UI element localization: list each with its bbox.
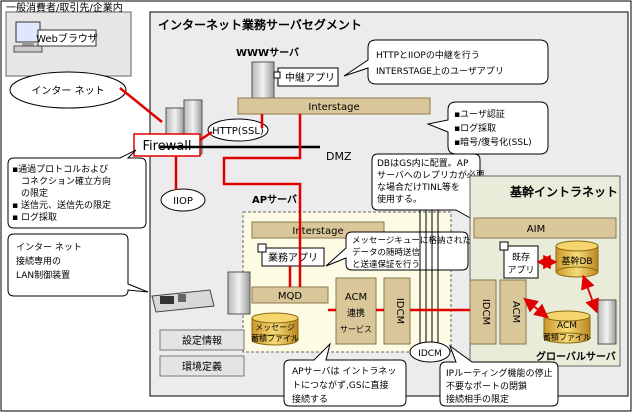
env-def-label: 環境定義	[182, 360, 222, 373]
firewall-feature-1: ▪通過プロトコルおよび	[12, 164, 108, 175]
aim-bar	[473, 217, 617, 239]
backbone-db: 基幹DB	[555, 240, 599, 278]
lan-control-device	[151, 289, 215, 313]
ap-intranet-line2: トにつながず,GSに直接	[292, 379, 389, 391]
lan-control-line1: インター ネット	[16, 242, 82, 253]
ip-routing-line2: 不要なポートの閉鎖	[446, 380, 527, 392]
browser-label: Webブラウザ	[36, 32, 98, 45]
lan-control-line2: 接続専用の	[16, 255, 61, 267]
firewall-feature-5: ▪ ログ採取	[12, 211, 57, 223]
ip-routing-line3: 接続相手の限定	[446, 393, 509, 405]
acm-relay-box	[335, 277, 377, 345]
db-gs-line3: な場合だけTINL等を	[377, 181, 460, 193]
callout-http-iiop-line2: INTERSTAGE上のユーザアプリ	[376, 66, 504, 77]
iiop-oval	[160, 188, 206, 212]
ap-server-icon	[227, 271, 251, 315]
internet-segment-label: インターネット業務サーバセグメント	[158, 17, 362, 32]
relay-app-label: 中継アプリ	[285, 71, 335, 84]
acm-file-db: ACM 蓄積ファイル	[543, 310, 591, 344]
business-app-box	[261, 247, 325, 267]
client-area-label: 一般消費者/取引先/企業内	[6, 1, 123, 14]
idcm-left-label: IDCM	[394, 298, 405, 324]
idcm-left-box	[383, 277, 411, 345]
dmz-label: DMZ	[326, 150, 352, 163]
backbone-db-label: 基幹DB	[561, 255, 592, 267]
business-app-label: 業務アプリ	[268, 251, 318, 264]
mq-sync-line2: データの随時送信	[352, 247, 421, 258]
message-file-line2: 蓄積ファイル	[251, 333, 299, 343]
callout-mq-sync: メッセージキューに格納された データの随時送信 と送達保証を行う	[325, 231, 471, 271]
env-def-box	[159, 355, 245, 377]
global-server-label: グローバルサーバ	[536, 350, 616, 363]
global-server-icon	[597, 299, 617, 345]
idcm-bottom-label: IDCM	[418, 349, 442, 359]
www-server-label: WWWサーバ	[236, 47, 299, 59]
interstage-top-bar	[237, 97, 431, 115]
acm-right-label: ACM	[510, 301, 521, 323]
firewall-feature-2: コネクション確立方向	[12, 175, 111, 187]
db-gs-line4: 使用する。	[377, 193, 422, 205]
mq-sync-line3: と送達保証を行う	[352, 259, 420, 270]
config-info-label: 設定情報	[182, 334, 222, 347]
idcm-right-box	[469, 279, 497, 345]
mq-sync-line1: メッセージキューに格納された	[352, 235, 471, 246]
client-area: 一般消費者/取引先/企業内 Webブラウザ	[5, 1, 132, 77]
acm-relay-line1: ACM	[345, 292, 367, 303]
internet-cloud: インター ネット	[9, 71, 127, 109]
ap-intranet-line1: APサーバは イントラネッ	[292, 366, 396, 377]
callout-http-iiop: HTTPとIIOPの中継を行う INTERSTAGE上のユーザアプリ	[343, 39, 549, 85]
firewall-box	[133, 133, 201, 157]
firewall-feature-4: ▪ 送信元、送信先の限定	[12, 199, 111, 211]
ip-routing-line1: IPルーティング機能の停止	[446, 367, 553, 379]
red-connection-lines	[119, 87, 470, 312]
lan-control-line3: LAN制御装置	[16, 269, 70, 281]
iiop-label: IIOP	[173, 196, 193, 207]
db-gs-line2: サーバへのレプリカが必要	[377, 169, 485, 181]
db-gs-line1: DBはGS内に配置。AP	[377, 157, 469, 169]
interstage-feature-2: ▪ログ採取	[454, 122, 496, 134]
callout-firewall-features: ▪通過プロトコルおよび コネクション確立方向 の限定 ▪ 送信元、送信先の限定 …	[7, 149, 147, 229]
acm-right-box	[499, 279, 527, 345]
idcm-right-label: IDCM	[480, 299, 491, 325]
ap-intranet-line3: 接続する	[292, 393, 328, 405]
acm-file-line1: ACM	[557, 321, 577, 331]
http-ssl-oval	[207, 118, 269, 142]
aim-label: AIM	[527, 224, 545, 235]
interstage-feature-3: ▪暗号/復号化(SSL)	[454, 136, 532, 148]
idcm-bottom-oval	[409, 341, 451, 363]
callout-ip-routing: IPルーティング機能の停止 不要なポートの閉鎖 接続相手の限定	[439, 344, 559, 407]
acm-relay-line3: サービス	[340, 325, 372, 334]
interstage-top-label: Interstage	[308, 102, 359, 113]
backbone-intranet-label: 基幹イントラネット	[509, 184, 618, 199]
firewall-feature-3: の限定	[12, 187, 48, 199]
interstage-ap-label: Interstage	[292, 226, 343, 237]
callout-interstage-features: ▪ユーザ認証 ▪ログ採取 ▪暗号/復号化(SSL)	[426, 101, 549, 155]
mqd-label: MQD	[278, 291, 302, 302]
callout-db-gs: DBはGS内に配置。AP サーバへのレプリカが必要 な場合だけTINL等を 使用…	[371, 153, 489, 229]
intranet-link-lines	[419, 210, 439, 350]
interstage-feature-1: ▪ユーザ認証	[454, 108, 505, 120]
acm-relay-line2: 連携	[347, 307, 365, 319]
callout-lan-control: インター ネット 接続専用の LAN制御装置	[7, 233, 149, 297]
acm-file-line2: 蓄積ファイル	[543, 332, 591, 342]
ap-server-label: APサーバ	[252, 194, 297, 206]
existing-app-line2: アプリ	[507, 265, 534, 276]
message-file-db: メッセージ 蓄積ファイル	[251, 312, 299, 346]
red-arrows	[523, 254, 599, 319]
message-file-line1: メッセージ	[255, 323, 295, 332]
callout-http-iiop-line1: HTTPとIIOPの中継を行う	[376, 49, 480, 61]
http-ssl-label: HTTP(SSL)	[212, 126, 264, 137]
existing-app-line1: 既存	[512, 251, 530, 263]
internet-label: インター ネット	[31, 85, 104, 97]
www-server-icon	[251, 61, 275, 103]
config-info-box	[159, 329, 245, 351]
callout-ap-intranet: APサーバは イントラネッ トにつながず,GSに直接 接続する	[283, 342, 407, 407]
